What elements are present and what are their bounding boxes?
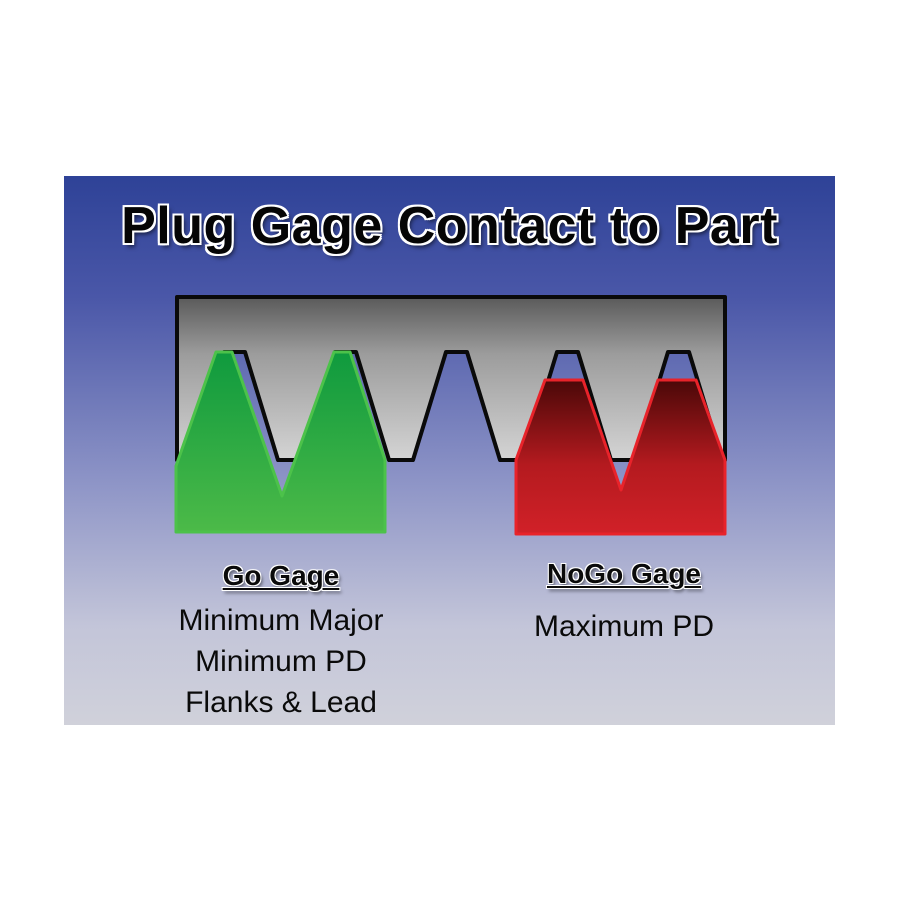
slide-title: Plug Gage Contact to Part bbox=[121, 197, 778, 255]
thread-diagram bbox=[174, 295, 727, 536]
slide-panel: Plug Gage Contact to Part Go bbox=[64, 176, 835, 725]
nogo-gage-heading: NoGo Gage bbox=[546, 558, 701, 589]
go-gage-label-group: Go Gage Minimum Major Minimum PD Flanks … bbox=[141, 560, 421, 723]
nogo-gage-label-group: NoGo Gage Maximum PD bbox=[464, 558, 784, 647]
go-gage-line: Flanks & Lead bbox=[185, 686, 377, 719]
go-gage-line: Minimum PD bbox=[195, 645, 367, 678]
nogo-gage-line: Maximum PD bbox=[533, 610, 714, 643]
go-gage-heading: Go Gage bbox=[222, 560, 340, 591]
go-gage-thread bbox=[174, 350, 387, 534]
nogo-gage-thread bbox=[514, 378, 727, 536]
go-gage-line: Minimum Major bbox=[178, 604, 384, 637]
